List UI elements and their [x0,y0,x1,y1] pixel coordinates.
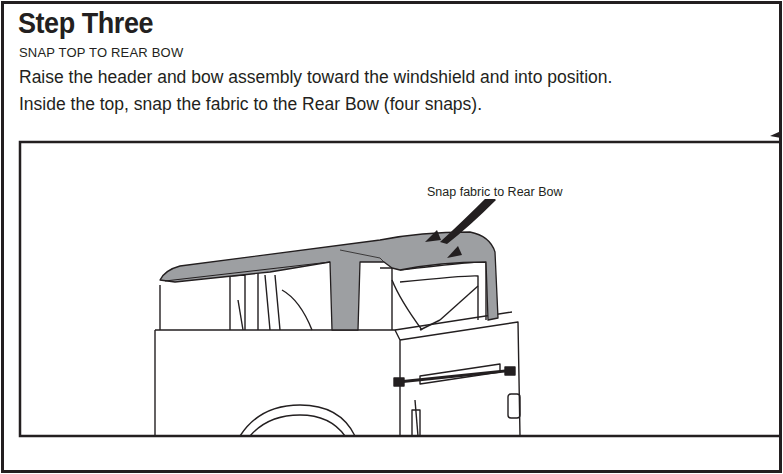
instruction-line: Inside the top, snap the fabric to the R… [19,94,482,115]
step-title: Step Three [18,6,153,40]
callout-label: Snap fabric to Rear Bow [426,185,564,199]
step-subtitle: SNAP TOP TO REAR BOW [19,45,183,60]
instruction-line: Raise the header and bow assembly toward… [19,67,612,88]
